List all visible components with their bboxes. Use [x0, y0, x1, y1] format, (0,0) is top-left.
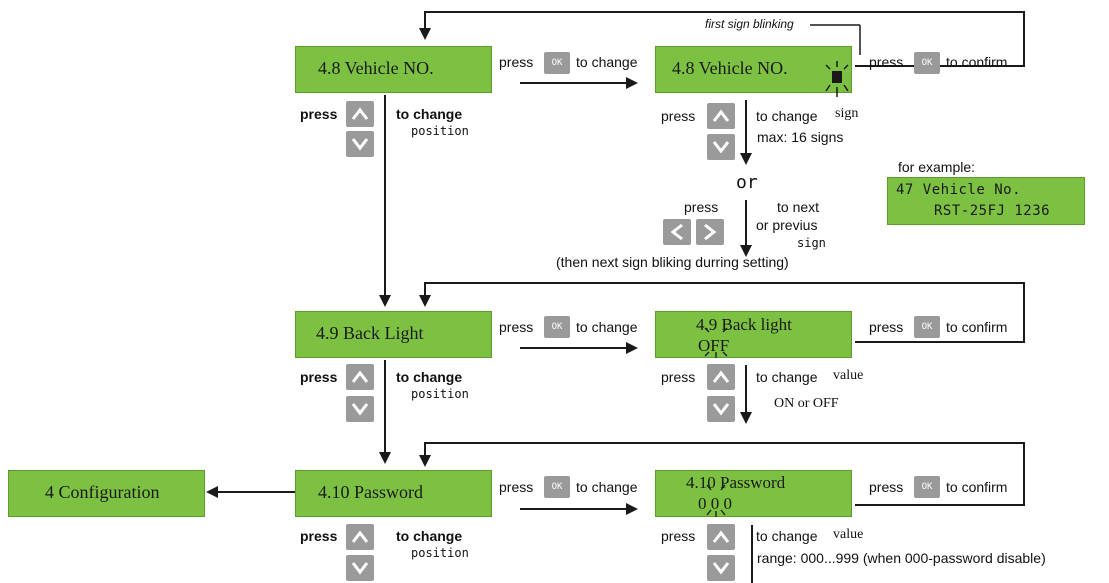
- for-example-label: for example:: [898, 159, 976, 175]
- to-confirm-label-password: to confirm: [946, 479, 1008, 495]
- lcd-configuration-text: 4 Configuration: [45, 482, 160, 502]
- press-label-updown-edit: press: [661, 108, 696, 124]
- press-label-updown-password: press: [300, 528, 338, 544]
- to-confirm-label-backlight: to confirm: [946, 319, 1008, 335]
- lcd-backlight-edit: 4.9 Back light OFF: [655, 311, 852, 358]
- lcd-configuration: 4 Configuration: [8, 470, 205, 517]
- up-arrow-icon: [351, 370, 369, 383]
- to-change-label-edit: to change: [756, 108, 818, 124]
- down-arrow-icon: [351, 403, 369, 416]
- press-label-updown-password-edit: press: [661, 528, 696, 544]
- lcd-password-edit: 4.10 Password 0 0 0: [655, 470, 852, 517]
- down-arrow-icon: [351, 138, 369, 151]
- lcd-vehicle-menu-text: 4.8 Vehicle NO.: [318, 58, 434, 78]
- on-or-off-label: ON or OFF: [774, 396, 839, 411]
- value-label-backlight: value: [833, 368, 864, 383]
- up-arrow-icon: [712, 530, 730, 543]
- lcd-backlight-edit-value: OFF: [698, 336, 730, 355]
- to-change-label-updown-vehicle: to change: [396, 106, 463, 122]
- lcd-backlight-menu: 4.9 Back Light: [295, 311, 492, 358]
- press-label-confirm-backlight: press: [869, 319, 904, 335]
- up-arrow-key-vehicle: [346, 101, 374, 127]
- press-label-updown-vehicle: press: [300, 106, 338, 122]
- max-signs-label: max: 16 signs: [757, 129, 844, 145]
- position-label-password: position: [411, 546, 469, 560]
- up-arrow-key-password: [346, 524, 374, 550]
- ok-key-vehicle: OK: [544, 52, 570, 74]
- lcd-vehicle-edit-text: 4.8 Vehicle NO.: [672, 58, 788, 78]
- lcd-password-menu-text: 4.10 Password: [318, 482, 424, 502]
- down-arrow-key-vehicle: [346, 131, 374, 157]
- left-arrow-icon: [670, 223, 683, 241]
- to-confirm-label-vehicle: to confirm: [946, 54, 1008, 70]
- ok-key-password: OK: [544, 476, 570, 498]
- blinking-value-icon: [704, 327, 728, 358]
- up-arrow-key-password-edit: [707, 524, 735, 550]
- next-sign-note: (then next sign bliking durring setting): [556, 254, 789, 270]
- to-change-label-updown-password: to change: [396, 528, 463, 544]
- ok-key-confirm-password: OK: [914, 476, 940, 498]
- press-label-ok-password: press: [499, 479, 534, 495]
- up-arrow-icon: [712, 109, 730, 122]
- down-arrow-key-edit: [707, 134, 735, 160]
- press-label-confirm-password: press: [869, 479, 904, 495]
- left-arrow-key: [663, 219, 691, 245]
- lcd-password-edit-value: 0 0 0: [698, 494, 732, 513]
- sign-label-next: sign: [797, 236, 826, 250]
- blinking-cursor-icon: [825, 61, 849, 97]
- right-arrow-icon: [704, 223, 717, 241]
- down-arrow-key-backlight-edit: [707, 396, 735, 422]
- press-label-updown-backlight-edit: press: [661, 369, 696, 385]
- down-arrow-icon: [712, 562, 730, 575]
- ok-key-confirm-backlight: OK: [914, 316, 940, 338]
- press-label-ok-vehicle: press: [499, 54, 534, 70]
- or-label: or: [736, 172, 758, 193]
- down-arrow-icon: [351, 562, 369, 575]
- up-arrow-icon: [712, 370, 730, 383]
- lcd-example-line1: 47 Vehicle No.: [896, 182, 1022, 198]
- up-arrow-icon: [351, 530, 369, 543]
- position-label-backlight: position: [411, 387, 469, 401]
- press-label-updown-backlight: press: [300, 369, 338, 385]
- ok-key-confirm-vehicle: OK: [914, 52, 940, 74]
- position-label-vehicle: position: [411, 124, 469, 138]
- to-change-label-backlight-edit: to change: [756, 369, 818, 385]
- right-arrow-key: [696, 219, 724, 245]
- to-change-label-updown-backlight: to change: [396, 369, 463, 385]
- lcd-example-line2: RST-25FJ 1236: [934, 203, 1051, 219]
- lcd-backlight-menu-text: 4.9 Back Light: [316, 323, 424, 343]
- down-arrow-key-password-edit: [707, 555, 735, 581]
- lcd-example: 47 Vehicle No. RST-25FJ 1236: [887, 177, 1085, 225]
- press-label-confirm-vehicle: press: [869, 54, 904, 70]
- lcd-vehicle-edit: 4.8 Vehicle NO.: [655, 46, 852, 97]
- lcd-vehicle-menu: 4.8 Vehicle NO.: [295, 46, 492, 93]
- to-next-label: to next: [777, 199, 820, 215]
- to-change-label-password: to change: [576, 479, 638, 495]
- first-sign-blinking-note: first sign blinking: [705, 17, 794, 31]
- up-arrow-key-backlight: [346, 364, 374, 390]
- lcd-password-edit-title: 4.10 Password: [686, 473, 786, 492]
- up-arrow-key-backlight-edit: [707, 364, 735, 390]
- blinking-digit-icon: [706, 484, 726, 517]
- to-change-label-backlight: to change: [576, 319, 638, 335]
- or-previus-label: or previus: [756, 217, 818, 233]
- press-label-ok-backlight: press: [499, 319, 534, 335]
- down-arrow-key-password: [346, 555, 374, 581]
- value-label-password: value: [833, 527, 864, 542]
- to-change-label-vehicle: to change: [576, 54, 638, 70]
- sign-label: sign: [835, 106, 859, 121]
- down-arrow-icon: [712, 403, 730, 416]
- lcd-backlight-edit-title: 4.9 Back light: [696, 315, 792, 334]
- down-arrow-icon: [712, 141, 730, 154]
- down-arrow-key-backlight: [346, 396, 374, 422]
- lcd-password-menu: 4.10 Password: [295, 470, 492, 517]
- press-label-leftright: press: [684, 199, 719, 215]
- to-change-label-password-edit: to change: [756, 528, 818, 544]
- up-arrow-icon: [351, 107, 369, 120]
- ok-key-backlight: OK: [544, 316, 570, 338]
- up-arrow-key-edit: [707, 103, 735, 129]
- range-label: range: 000...999 (when 000-password disa…: [757, 550, 1046, 566]
